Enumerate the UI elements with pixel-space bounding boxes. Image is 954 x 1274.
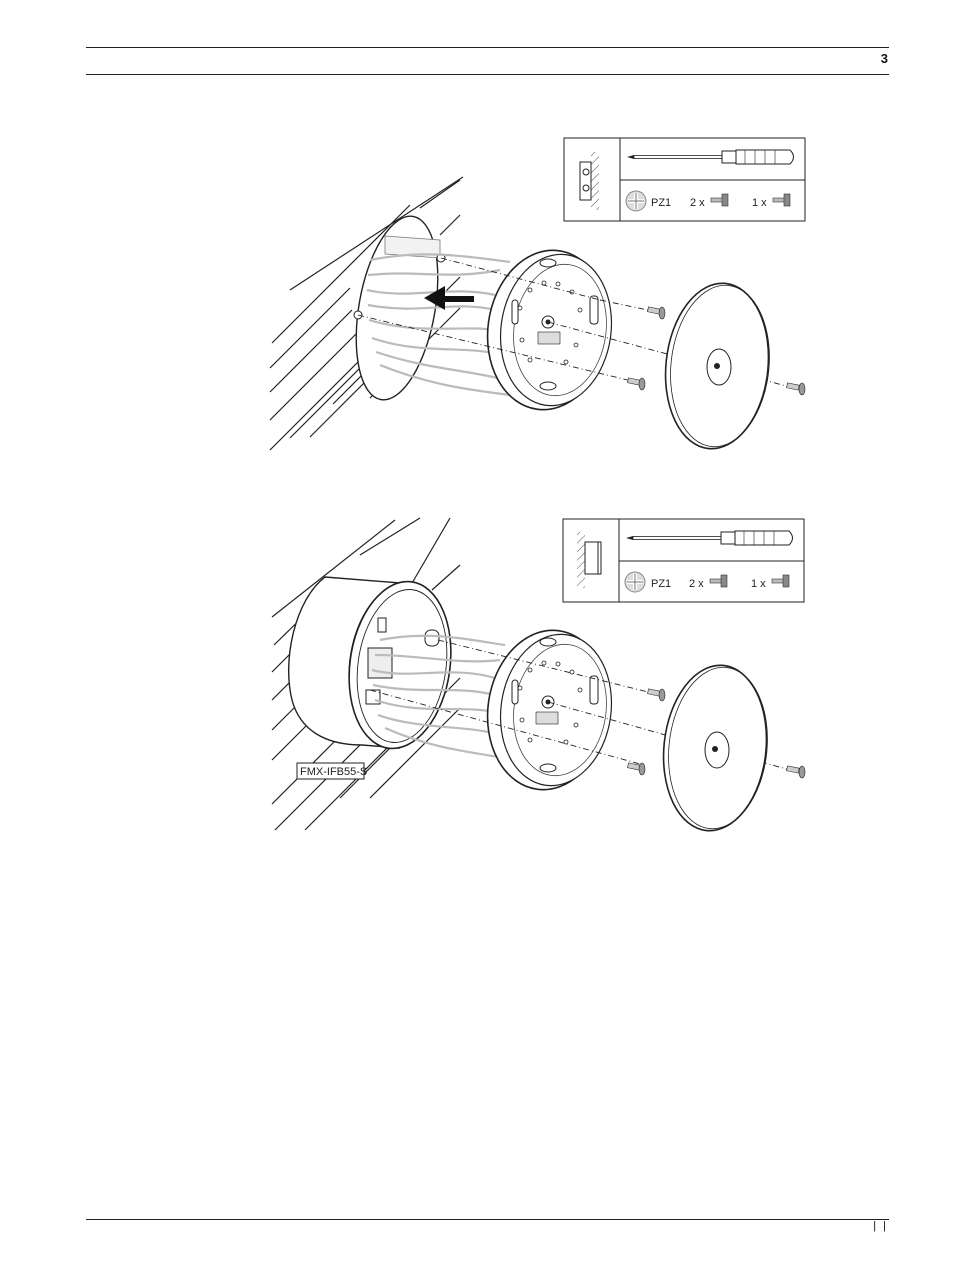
phillips-bit-icon (625, 572, 645, 592)
figure-2: PZ1 2 x 1 x (272, 518, 805, 836)
phillips-bit-icon (626, 191, 646, 211)
bit-label: PZ1 (651, 197, 671, 209)
screw (648, 689, 665, 701)
detector-base (477, 622, 621, 797)
screw-count-b: 1 x (752, 197, 767, 209)
screw (787, 766, 805, 778)
figure-1: PZ1 2 x 1 x (270, 138, 805, 454)
footer-rule (86, 1219, 889, 1220)
part-label: FMX-IFB55-S (300, 766, 367, 778)
tool-panel-1: PZ1 2 x 1 x (564, 138, 805, 221)
cover-plate (656, 660, 776, 836)
cover-plate (658, 278, 778, 454)
bit-label: PZ1 (651, 578, 671, 590)
screw-count-a: 2 x (689, 578, 704, 590)
screw (648, 307, 665, 319)
screw-count-b: 1 x (751, 578, 766, 590)
part-label-box: FMX-IFB55-S (297, 763, 367, 779)
screw-count-a: 2 x (690, 197, 705, 209)
detector-base (477, 242, 621, 417)
screw (628, 378, 645, 390)
footer-mark: | | (873, 1220, 888, 1232)
tool-panel-2: PZ1 2 x 1 x (563, 519, 804, 602)
screw (628, 763, 645, 775)
surface-box (289, 575, 462, 755)
screw (787, 383, 805, 395)
